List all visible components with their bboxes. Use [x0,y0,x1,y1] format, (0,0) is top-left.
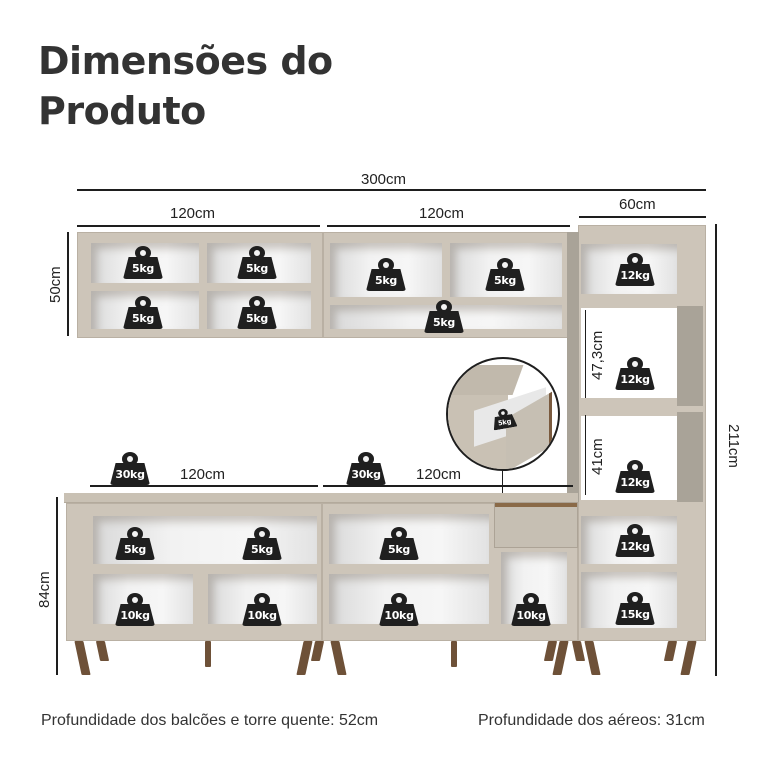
tower-width-label: 60cm [619,196,656,213]
total-width-label: 300cm [361,171,407,188]
lower-left-width-label: 120cm [180,466,226,483]
leg [296,641,313,675]
upper-middle-width-line [327,225,570,227]
weight-icon: 30kg [346,452,386,486]
upper-middle-width-label: 120cm [419,205,465,222]
tower-cabinet [567,225,706,641]
upper-left-width-line [77,225,320,227]
leg [451,641,457,667]
weight-icon: 5kg [237,246,277,280]
weight-icon: 10kg [115,593,155,627]
counter-top-middle [322,493,578,503]
leg [330,641,347,675]
weight-icon: 12kg [615,357,655,391]
weight-icon: 10kg [511,593,551,627]
leg [205,641,211,667]
counter-top-left [64,493,322,503]
leg [571,641,586,661]
weight-icon: 5kg [123,246,163,280]
niche-lower-line [585,415,586,495]
leg [680,641,697,675]
leg [95,641,110,661]
upper-height-line [67,232,69,336]
weight-icon: 5kg [242,527,282,561]
upper-height-label: 50cm [47,266,64,303]
leg [310,641,325,661]
weight-icon: 15kg [615,592,655,626]
tower-width-line [579,216,706,218]
weight-icon: 30kg [110,452,150,486]
drawer-pointer-line [502,470,503,506]
page-title: Dimensões do Produto [38,36,333,136]
weight-icon: 10kg [379,593,419,627]
weight-icon: 12kg [615,253,655,287]
weight-icon: 10kg [242,593,282,627]
lower-middle-width-label: 120cm [416,466,462,483]
niche-lower-label: 41cm [589,438,606,475]
niche-upper-line [585,310,586,398]
depth-upper-text: Profundidade dos aéreos: 31cm [478,712,705,729]
title-line-1: Dimensões do [38,39,333,83]
weight-icon: 5kg [123,296,163,330]
weight-icon: 5kg [379,527,419,561]
leg [74,641,91,675]
leg [663,641,678,661]
leg [584,641,601,675]
upper-left-width-label: 120cm [170,205,216,222]
lower-left-width-line [90,485,318,487]
drawer [494,502,578,548]
depth-counters-text: Profundidade dos balcões e torre quente:… [41,712,379,729]
upper-middle-cabinet [323,232,571,338]
weight-icon: 12kg [615,524,655,558]
lower-height-label: 84cm [36,571,53,608]
weight-icon: 5kg [485,258,525,292]
weight-icon: 12kg [615,460,655,494]
total-width-line [77,189,706,191]
lower-left-cabinet [66,503,322,641]
tower-height-label: 211cm [725,424,742,468]
tower-height-line [715,224,717,676]
weight-icon: 5kg [490,407,517,431]
lower-height-line [56,497,58,675]
niche-upper-label: 47,3cm [589,330,606,380]
lower-middle-width-line [323,485,573,487]
upper-left-cabinet [77,232,323,338]
weight-icon: 5kg [237,296,277,330]
title-line-2: Produto [38,89,206,133]
weight-icon: 5kg [115,527,155,561]
weight-icon: 5kg [366,258,406,292]
weight-icon: 5kg [424,300,464,334]
